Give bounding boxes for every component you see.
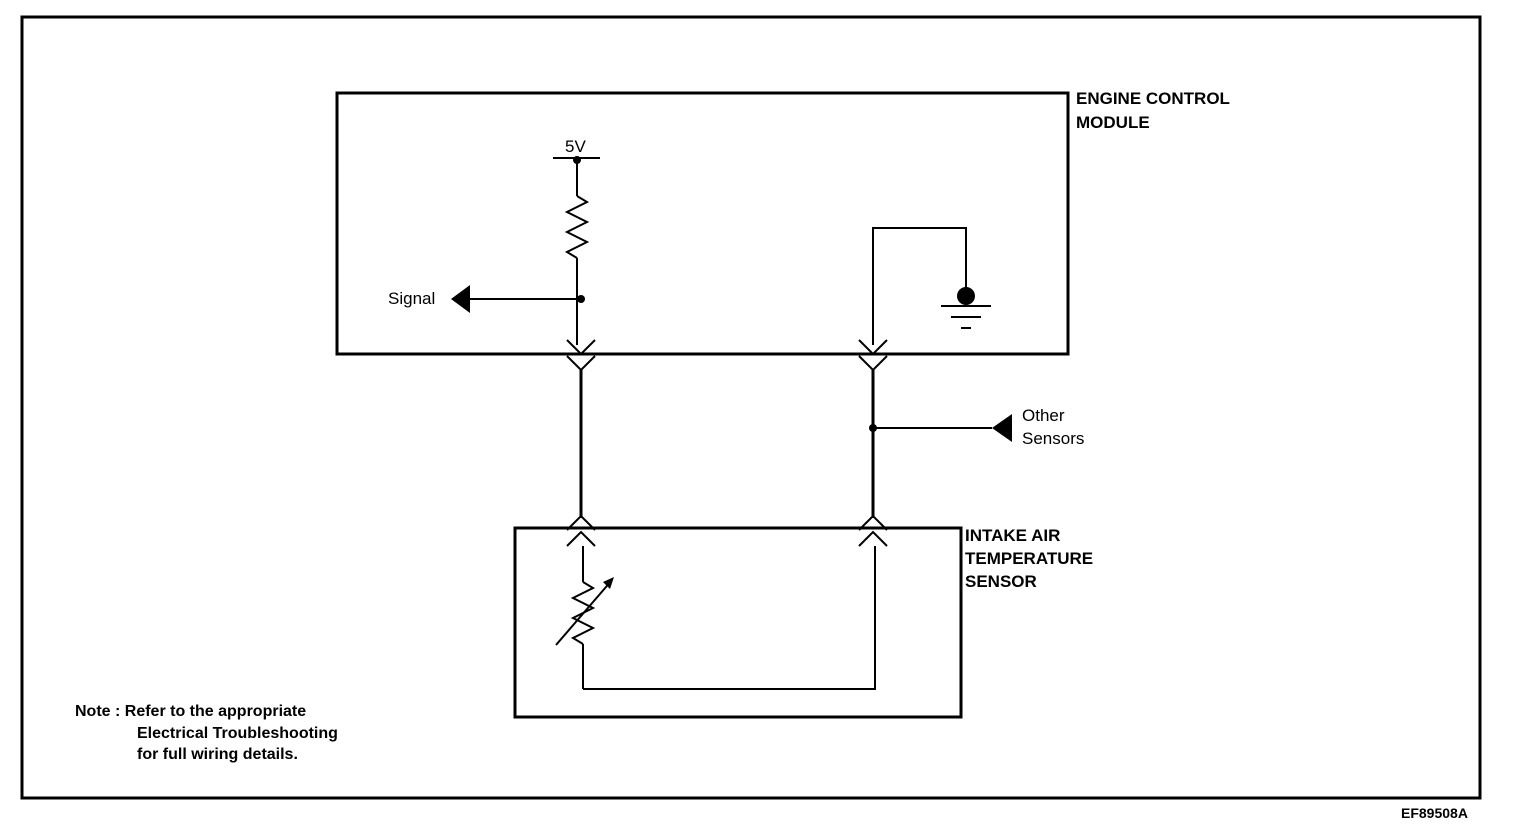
- note-line1: Note : Refer to the appropriate: [75, 703, 306, 720]
- other-sensors-label-line1: Other: [1022, 406, 1065, 425]
- figure-code: EF89508A: [1401, 805, 1468, 821]
- sensor-label-line2: TEMPERATURE: [965, 549, 1093, 568]
- outer-frame: [20, 15, 1482, 800]
- thermistor-arrow: [555, 579, 613, 646]
- ecm-label-line1: ENGINE CONTROL: [1076, 89, 1230, 108]
- other-sensors-arrow: [992, 414, 1012, 442]
- ecm-connector-right: [858, 339, 888, 356]
- note-line2: Electrical Troubleshooting: [137, 725, 338, 742]
- pullup-resistor: [564, 195, 590, 259]
- supply-label: 5V: [565, 137, 586, 156]
- signal-arrow: [451, 285, 470, 313]
- sensor-label-line1: INTAKE AIR: [965, 526, 1060, 545]
- sensor-box: [513, 526, 963, 719]
- signal-label: Signal: [388, 289, 435, 308]
- note-line3: for full wiring details.: [137, 746, 298, 763]
- sensor-connector-right: [858, 514, 888, 531]
- other-sensors-label-line2: Sensors: [1022, 429, 1084, 448]
- sensor-label-line3: SENSOR: [965, 572, 1037, 591]
- ecm-connector-left: [566, 339, 596, 356]
- ecm-label-line2: MODULE: [1076, 113, 1150, 132]
- ecm-box: [335, 91, 1070, 356]
- ground-node: [957, 287, 975, 305]
- sensor-connector-left: [566, 514, 596, 531]
